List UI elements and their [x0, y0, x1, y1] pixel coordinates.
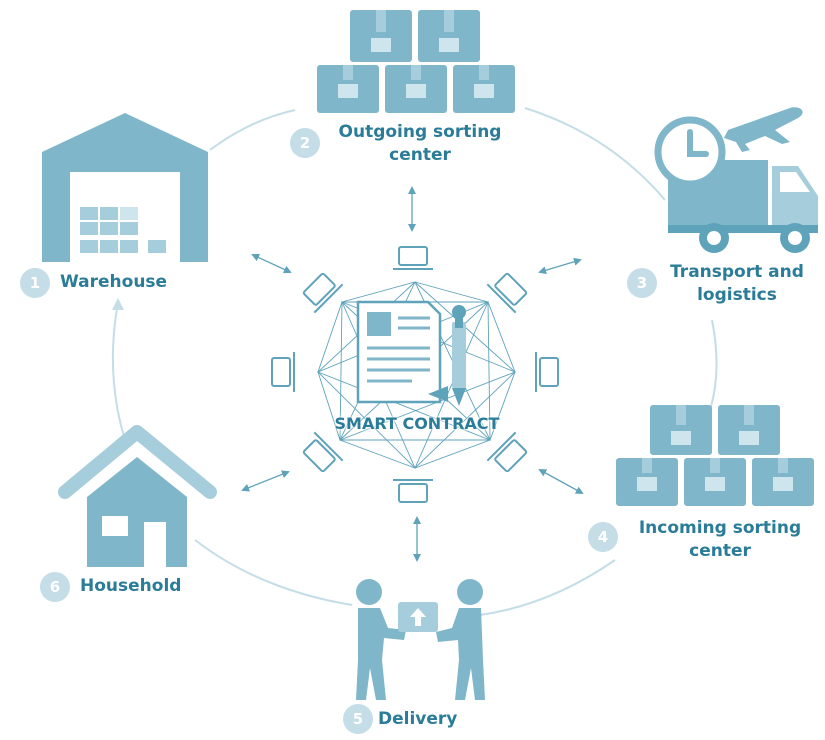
node-label-incoming-line2: center [689, 541, 751, 561]
node-label-transport-line2: logistics [697, 285, 777, 305]
laptop-icon [393, 479, 433, 503]
laptop-icon [302, 431, 344, 473]
node-label-outgoing-line1: Outgoing sorting [338, 122, 502, 142]
node-label-outgoing-line2: center [389, 145, 451, 165]
node-label-household: Household [80, 576, 182, 596]
laptop-icon [271, 352, 295, 392]
boxes-icon [616, 405, 814, 506]
step-badge-1: 1 [20, 268, 50, 298]
house-icon [58, 425, 217, 567]
step-badge-4: 4 [588, 522, 618, 552]
handover-people-icon [356, 579, 485, 700]
laptop-icon [486, 272, 528, 314]
laptop-icon [393, 246, 433, 270]
warehouse-icon [42, 113, 208, 262]
node-label-incoming-line1: Incoming sorting [638, 518, 802, 538]
center-title: SMART CONTRACT [334, 414, 500, 433]
node-label-transport-line1: Transport and [670, 262, 804, 282]
step-badge-3: 3 [627, 268, 657, 298]
node-label-warehouse: Warehouse [60, 272, 168, 292]
ring-arrowhead-icon [112, 298, 124, 310]
connector-arrows [241, 186, 584, 562]
node-label-delivery: Delivery [378, 709, 458, 729]
laptop-icon [535, 352, 559, 392]
boxes-icon [317, 10, 515, 113]
step-badge-6: 6 [40, 572, 70, 602]
document-pen-icon [356, 300, 466, 406]
step-badge-5: 5 [343, 704, 373, 734]
cycle-ring [111, 107, 718, 616]
truck-plane-clock-icon [654, 107, 818, 253]
step-badge-2: 2 [290, 128, 320, 158]
laptop-icon [302, 272, 344, 314]
laptop-icon [486, 431, 528, 473]
